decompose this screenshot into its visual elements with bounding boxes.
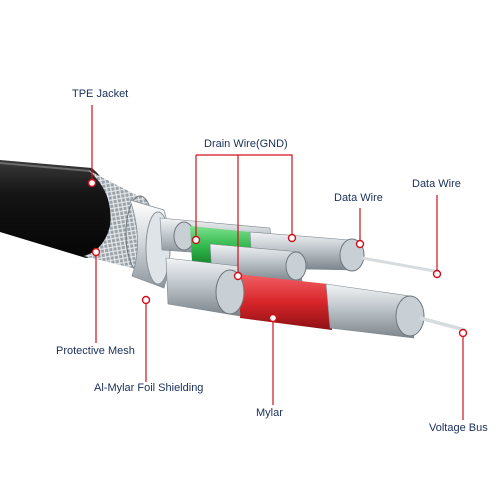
label-protective-mesh: Protective Mesh (56, 345, 135, 357)
dot-mylar (268, 313, 278, 323)
jacket-highlight (0, 162, 91, 172)
dot-voltage-bus (458, 328, 468, 338)
voltage-bus-core (419, 316, 466, 332)
dot-protective-mesh (91, 247, 101, 257)
dot-tpe-jacket (87, 178, 97, 188)
dot-drain-3 (233, 271, 243, 281)
label-voltage-bus: Voltage Bus (429, 422, 488, 434)
label-drain-wire: Drain Wire(GND) (204, 138, 288, 150)
dot-drain-1 (191, 235, 201, 245)
label-data-wire-1: Data Wire (334, 192, 383, 204)
label-mylar: Mylar (256, 407, 283, 419)
dot-data-wire-2 (432, 269, 442, 279)
voltage-bus-end (395, 295, 425, 337)
dot-drain-2 (287, 233, 297, 243)
dot-al-mylar (141, 295, 151, 305)
leader-drain-wire (195, 154, 293, 276)
tpe-jacket (0, 160, 114, 258)
data-wire-core-1 (361, 256, 441, 274)
dot-data-wire-1 (355, 239, 365, 249)
upper-bundle-end (285, 251, 307, 281)
red-voltage-insulation (236, 274, 332, 330)
label-tpe-jacket: TPE Jacket (72, 88, 129, 100)
label-al-mylar: Al-Mylar Foil Shielding (94, 382, 204, 394)
label-data-wire-2: Data Wire (412, 178, 461, 190)
voltage-bus-strands (325, 283, 415, 339)
lower-bundle-end (215, 269, 245, 315)
